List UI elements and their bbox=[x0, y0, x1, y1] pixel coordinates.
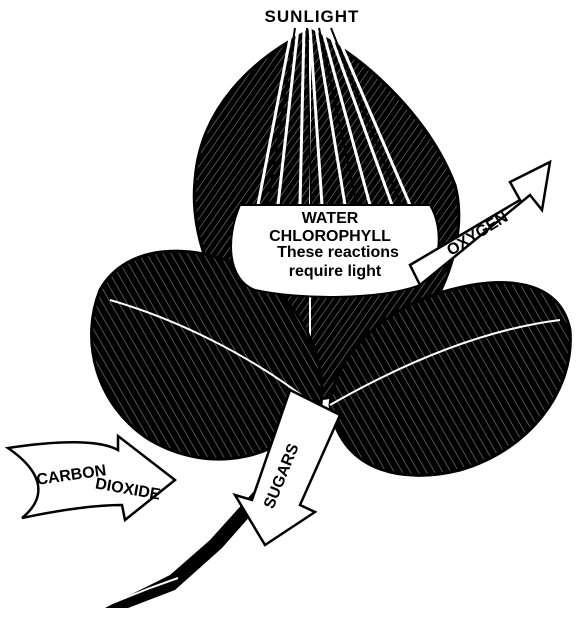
water-label: WATER bbox=[302, 210, 359, 227]
sunlight-label: SUNLIGHT bbox=[265, 7, 360, 26]
reaction-line-1: These reactions bbox=[277, 244, 399, 261]
reaction-line-2: require light bbox=[289, 263, 382, 280]
chlorophyll-label: CHLOROPHYLL bbox=[269, 228, 391, 245]
